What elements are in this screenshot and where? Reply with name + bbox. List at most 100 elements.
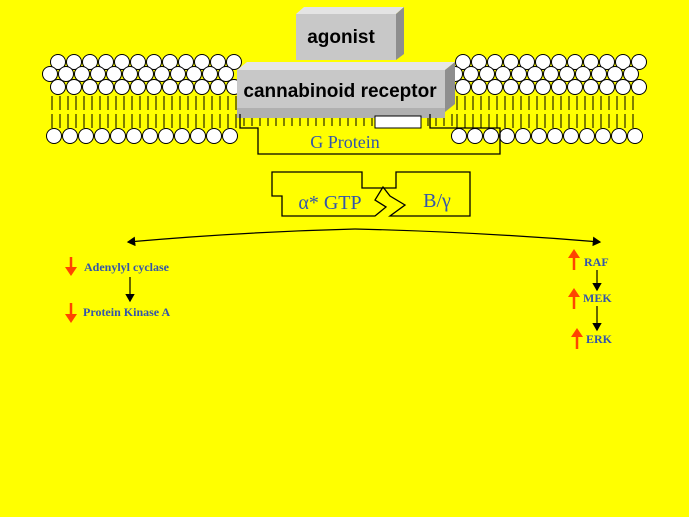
phospholipid-head	[126, 128, 142, 144]
phospholipid-head	[579, 128, 595, 144]
phospholipid-head	[595, 128, 611, 144]
phospholipid-head	[611, 128, 627, 144]
phospholipid-head	[226, 54, 242, 70]
phospholipid-head	[495, 66, 511, 82]
g-protein-outline: G Protein	[239, 114, 501, 155]
agonist-label: agonist	[307, 27, 375, 48]
alpha-gtp-label: α* GTP	[298, 192, 361, 214]
phospholipid-head	[58, 66, 74, 82]
phospholipid-head	[66, 54, 82, 70]
phospholipid-head	[531, 128, 547, 144]
up-red-arrow-icon	[571, 328, 583, 349]
phospholipid-head	[162, 54, 178, 70]
phospholipid-head	[146, 79, 162, 95]
phospholipid-head	[627, 128, 643, 144]
phospholipid-head	[551, 54, 567, 70]
phospholipid-head	[130, 54, 146, 70]
phospholipid-head	[631, 54, 647, 70]
phospholipid-head	[543, 66, 559, 82]
phospholipid-head	[615, 54, 631, 70]
phospholipid-head	[519, 79, 535, 95]
phospholipid-head	[527, 66, 543, 82]
phospholipid-head	[130, 79, 146, 95]
receptor-box: cannabinoid receptor	[237, 62, 455, 118]
phospholipid-head	[451, 128, 467, 144]
protein-kinase-a-label: Protein Kinase A	[83, 305, 170, 319]
phospholipid-head	[162, 79, 178, 95]
phospholipid-head	[186, 66, 202, 82]
phospholipid-head	[222, 128, 238, 144]
phospholipid-head	[503, 79, 519, 95]
phospholipid-head	[94, 128, 110, 144]
erk-node: ERK	[571, 328, 613, 349]
phospholipid-head	[583, 79, 599, 95]
phospholipid-head	[82, 54, 98, 70]
phospholipid-head	[563, 128, 579, 144]
phospholipid-head	[487, 54, 503, 70]
phospholipid-head	[46, 128, 62, 144]
phospholipid-head	[515, 128, 531, 144]
phospholipid-head	[599, 79, 615, 95]
phospholipid-head	[202, 66, 218, 82]
g-protein-label: G Protein	[310, 132, 380, 152]
protein-kinase-a-node: Protein Kinase A	[65, 303, 170, 323]
phospholipid-head	[615, 79, 631, 95]
phospholipid-head	[583, 54, 599, 70]
phospholipid-head	[455, 79, 471, 95]
phospholipid-head	[567, 54, 583, 70]
mek-label: MEK	[583, 291, 612, 305]
phospholipid-head	[138, 66, 154, 82]
phospholipid-head	[535, 54, 551, 70]
phospholipid-head	[607, 66, 623, 82]
phospholipid-head	[158, 128, 174, 144]
phospholipid-head	[210, 79, 226, 95]
phospholipid-head	[471, 79, 487, 95]
adenylyl-cyclase-label: Adenylyl cyclase	[84, 260, 170, 274]
phospholipid-head	[106, 66, 122, 82]
phospholipid-head	[479, 66, 495, 82]
raf-label: RAF	[584, 255, 609, 269]
phospholipid-head	[74, 66, 90, 82]
phospholipid-head	[110, 128, 126, 144]
phospholipid-head	[90, 66, 106, 82]
agonist-box: agonist	[296, 7, 404, 60]
down-red-arrow-icon	[65, 257, 77, 276]
phospholipid-head	[142, 128, 158, 144]
phospholipid-head	[591, 66, 607, 82]
left-pathway: Adenylyl cyclase Protein Kinase A	[65, 257, 170, 323]
mek-node: MEK	[568, 288, 612, 309]
phospholipid-head	[218, 66, 234, 82]
phospholipid-head	[631, 79, 647, 95]
phospholipid-head	[575, 66, 591, 82]
phospholipid-head	[194, 54, 210, 70]
phospholipid-head	[210, 54, 226, 70]
phospholipid-head	[62, 128, 78, 144]
phospholipid-head	[487, 79, 503, 95]
phospholipid-head	[78, 128, 94, 144]
phospholipid-head	[599, 54, 615, 70]
beta-gamma-label: B/γ	[423, 190, 451, 212]
down-red-arrow-icon	[65, 303, 77, 323]
phospholipid-head	[98, 54, 114, 70]
phospholipid-head	[567, 79, 583, 95]
phospholipid-head	[206, 128, 222, 144]
phospholipid-head	[154, 66, 170, 82]
phospholipid-head	[547, 128, 563, 144]
phospholipid-head	[50, 79, 66, 95]
phospholipid-head	[82, 79, 98, 95]
receptor-label: cannabinoid receptor	[243, 81, 437, 102]
cell-membrane-bilayer	[42, 54, 647, 144]
branch-arrows	[126, 228, 602, 247]
phospholipid-head	[122, 66, 138, 82]
phospholipid-head	[503, 54, 519, 70]
up-red-arrow-icon	[568, 288, 580, 309]
phospholipid-head	[519, 54, 535, 70]
phospholipid-head	[511, 66, 527, 82]
phospholipid-head	[174, 128, 190, 144]
phospholipid-head	[499, 128, 515, 144]
raf-node: RAF	[568, 249, 609, 270]
phospholipid-head	[455, 54, 471, 70]
phospholipid-head	[623, 66, 639, 82]
phospholipid-head	[551, 79, 567, 95]
